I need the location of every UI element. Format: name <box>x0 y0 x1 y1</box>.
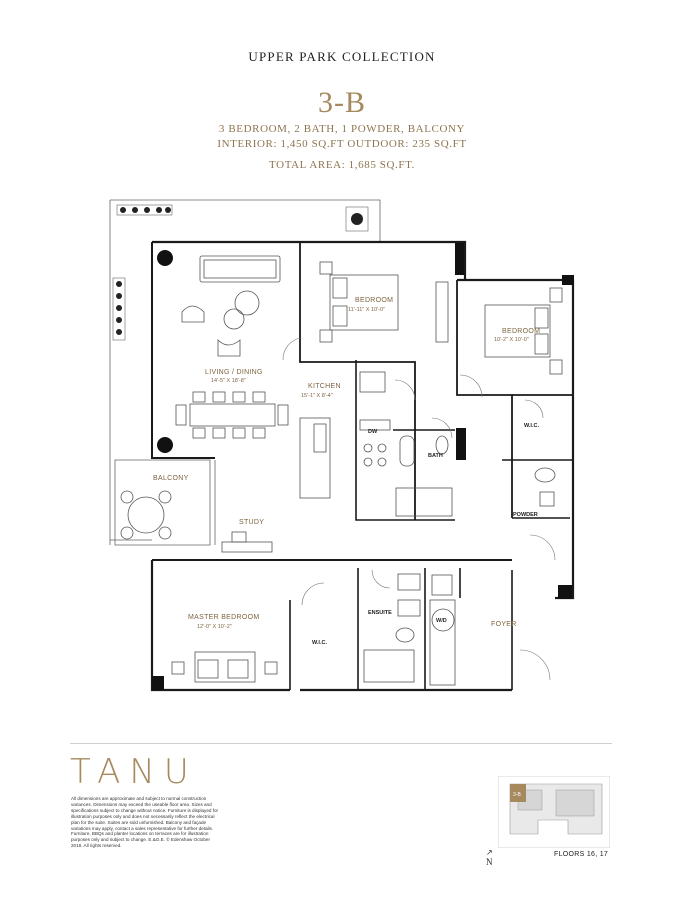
unit-areas: INTERIOR: 1,450 SQ.FT OUTDOOR: 235 SQ.FT <box>217 138 467 150</box>
dishwasher-label: DW <box>368 429 378 435</box>
room-label-ensuite: ENSUITE <box>368 610 392 616</box>
disclaimer: All dimensions are approximate and subje… <box>71 796 219 849</box>
room-dims-bedroom-a: 11'-11" X 10'-0" <box>348 307 385 313</box>
collection-title: UPPER PARK COLLECTION <box>248 49 436 64</box>
floors-label: FLOORS 16, 17 <box>554 851 609 858</box>
room-label-bedroom-a: BEDROOM <box>355 297 393 304</box>
north-arrow-icon: ↗ <box>486 848 493 857</box>
unit-name: 3-B <box>318 86 366 119</box>
unit-highlight <box>510 784 526 802</box>
divider <box>70 743 612 744</box>
washer-dryer-label: W/D <box>436 618 447 624</box>
room-label-powder: POWDER <box>513 512 538 518</box>
room-label-wic-a: W.I.C. <box>524 423 539 429</box>
room-label-study: STUDY <box>239 519 264 526</box>
total-area: TOTAL AREA: 1,685 SQ.FT. <box>269 159 415 171</box>
brand-logo: TANU <box>70 752 198 792</box>
floor-plan: BEDROOM 11'-11" X 10'-0" BEDROOM 10'-2" … <box>109 199 575 692</box>
north-arrow: ↗ N <box>486 848 493 868</box>
room-label-foyer: FOYER <box>491 621 517 628</box>
room-label-master: MASTER BEDROOM <box>188 614 259 621</box>
key-plan: 3-B <box>498 776 610 848</box>
room-label-wic-b: W.I.C. <box>312 640 327 646</box>
room-label-balcony: BALCONY <box>153 475 189 482</box>
room-label-living: LIVING / DINING <box>205 369 263 376</box>
room-label-kitchen: KITCHEN <box>308 383 341 390</box>
room-dims-kitchen: 15'-1" X 8'-4" <box>301 393 333 399</box>
room-label-bedroom-b: BEDROOM <box>502 328 540 335</box>
room-dims-master: 12'-0" X 10'-2" <box>197 624 232 630</box>
north-label: N <box>486 857 493 867</box>
room-dims-living: 14'-5" X 18'-8" <box>211 378 246 384</box>
room-label-bath: BATH <box>428 453 443 459</box>
keyplan-marker: 3-B <box>513 792 521 798</box>
unit-summary: 3 BEDROOM, 2 BATH, 1 POWDER, BALCONY <box>218 123 466 135</box>
room-dims-bedroom-b: 10'-2" X 10'-0" <box>494 337 529 343</box>
